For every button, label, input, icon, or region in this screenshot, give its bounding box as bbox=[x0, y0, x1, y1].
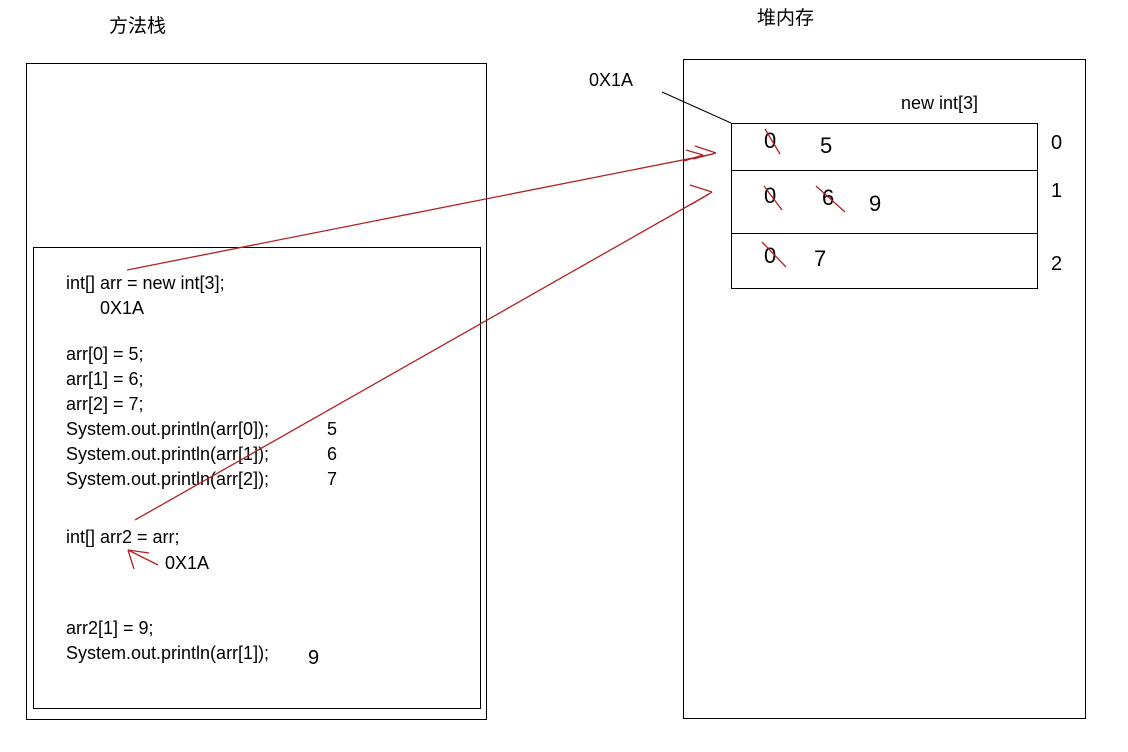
heap-address-label: 0X1A bbox=[589, 70, 634, 90]
print-2-output: 7 bbox=[327, 469, 338, 489]
array-index-0: 0 bbox=[1051, 132, 1063, 154]
code-print-2-text: System.out.println(arr[2]); bbox=[66, 469, 270, 489]
array-cell-divider-2 bbox=[732, 233, 1037, 234]
code-assign-arr2-1: arr2[1] = 9; bbox=[66, 618, 154, 638]
stack-frame-box: int[] arr = new int[3]; 0X1A arr[0] = 5;… bbox=[33, 247, 481, 709]
array-cell-divider-1 bbox=[732, 170, 1037, 171]
code-arr-address: 0X1A bbox=[100, 298, 145, 318]
code-assign-1: arr[1] = 6; bbox=[66, 369, 144, 389]
stack-title: 方法栈 bbox=[109, 16, 167, 37]
code-print-1: System.out.println(arr[1]); 6 bbox=[66, 442, 506, 467]
array-index-2: 2 bbox=[1051, 253, 1063, 275]
cell-2-initial: 0 bbox=[764, 243, 777, 268]
print-0-output: 5 bbox=[327, 419, 338, 439]
code-print-0-text: System.out.println(arr[0]); bbox=[66, 419, 270, 439]
cell-1-overwritten: 6 bbox=[822, 185, 835, 210]
code-assign-0: arr[0] = 5; bbox=[66, 344, 144, 364]
cell-0-initial: 0 bbox=[764, 128, 777, 153]
code-print-after: System.out.println(arr[1]); 9 bbox=[66, 641, 506, 669]
array-type-label: new int[3] bbox=[901, 93, 979, 113]
code-print-after-text: System.out.println(arr[1]); bbox=[66, 643, 270, 663]
cell-1-initial: 0 bbox=[764, 183, 777, 208]
cell-2-value: 7 bbox=[814, 246, 827, 271]
print-1-output: 6 bbox=[327, 444, 338, 464]
heap-title: 堆内存 bbox=[757, 8, 815, 29]
code-decl-arr: int[] arr = new int[3]; bbox=[66, 273, 225, 293]
code-print-2: System.out.println(arr[2]); 7 bbox=[66, 467, 506, 492]
cell-1-value: 9 bbox=[869, 191, 882, 216]
code-arr2-address: 0X1A bbox=[165, 553, 210, 573]
code-assign-2: arr[2] = 7; bbox=[66, 394, 144, 414]
array-index-1: 1 bbox=[1051, 180, 1063, 202]
print-after-output: 9 bbox=[308, 647, 320, 669]
code-decl-arr2: int[] arr2 = arr; bbox=[66, 527, 180, 547]
array-box: 0 5 0 6 9 0 7 bbox=[731, 123, 1038, 289]
code-print-1-text: System.out.println(arr[1]); bbox=[66, 444, 270, 464]
code-print-0: System.out.println(arr[0]); 5 bbox=[66, 417, 506, 442]
cell-0-value: 5 bbox=[820, 133, 833, 158]
